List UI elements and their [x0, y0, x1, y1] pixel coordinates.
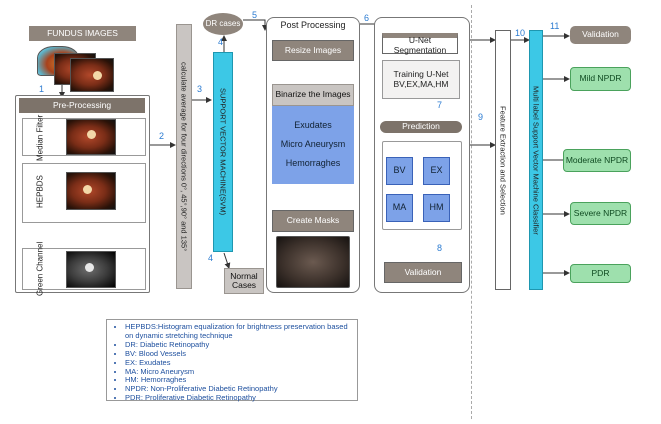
step-number-3: 3 [197, 84, 203, 94]
calculate-average-bar [176, 24, 192, 289]
dr-cases-oval: DR cases [203, 13, 243, 35]
step-number-6: 6 [364, 13, 370, 23]
lesion-block: Exudates Micro Aneurysm Hemorraghes [272, 106, 354, 184]
step-number-1: 1 [39, 84, 45, 94]
multi-label-svm-label: Multi label Support Vector Machine Class… [531, 85, 541, 235]
abbreviation-legend: HEPBDS:Histogram equalization for bright… [106, 319, 358, 403]
create-masks-box: Create Masks [272, 210, 354, 232]
unet-segmentation-box: U-Net Segmentation [382, 33, 458, 54]
hepbds-image [66, 172, 116, 210]
step-number-8: 8 [437, 243, 443, 253]
feature-extraction-label: Feature Extraction and Selection [498, 105, 508, 215]
legend-item-npdr: NPDR: Non-Proliferative Diabetic Retinop… [125, 384, 353, 394]
step-number-4a: 4 [218, 37, 224, 47]
pre-processing-header: Pre-Processing [19, 98, 145, 113]
validation-inner-box: Validation [384, 262, 462, 283]
svm-bar [213, 52, 233, 252]
arrow-5 [243, 19, 268, 31]
hemorrhages-label: Hemorraghes [285, 157, 341, 168]
validation-box: Validation [570, 26, 631, 44]
feature-extraction-bar [495, 30, 511, 290]
pdr-box: PDR [570, 264, 631, 283]
binarize-images-box: Binarize the Images [272, 84, 354, 106]
legend-item-ma: MA: Micro Aneurysm [125, 367, 353, 377]
bv-box: BV [386, 157, 413, 185]
fundus-images-label: FUNDUS IMAGES [29, 26, 136, 41]
ex-box: EX [423, 157, 450, 185]
svm-label: SUPPORT VECTOR MACHINE(SVM) [218, 88, 228, 216]
step-number-2: 2 [159, 131, 165, 141]
mask-image [276, 236, 350, 288]
median-filter-image [66, 119, 116, 155]
median-filter-label: Median Filter [35, 114, 45, 161]
step-number-7: 7 [437, 100, 443, 110]
green-channel-image [66, 251, 116, 288]
legend-item-ex: EX: Exudates [125, 358, 353, 368]
post-processing-title: Post Processing [280, 20, 346, 31]
hepbds-label: HEPBDS [35, 175, 45, 209]
multi-label-svm-bar [529, 30, 543, 290]
ma-box: MA [386, 194, 413, 222]
mild-npdr-box: Mild NPDR [570, 67, 631, 91]
section-divider [471, 5, 472, 419]
legend-item-bv: BV: Blood Vessels [125, 349, 353, 359]
legend-item-pdr: PDR: Proliferative Diabetic Retinopathy [125, 393, 353, 403]
moderate-npdr-box: Moderate NPDR [563, 149, 631, 172]
normal-cases-box: Normal Cases [224, 268, 264, 294]
step-number-4b: 4 [208, 253, 214, 263]
training-unet-box: Training U-Net BV,EX,MA,HM [382, 60, 460, 99]
resize-images-box: Resize Images [272, 40, 354, 61]
exudates-label: Exudates [294, 120, 332, 131]
step-number-9: 9 [478, 112, 484, 122]
arrow-4-down [223, 252, 231, 269]
green-channel-label: Green Channel [35, 241, 45, 297]
severe-npdr-box: Severe NPDR [570, 202, 631, 225]
step-number-10: 10 [515, 28, 526, 38]
legend-item-hepbds: HEPBDS:Histogram equalization for bright… [125, 322, 353, 341]
prediction-box: Prediction [380, 121, 462, 133]
legend-item-hm: HM: Hemorraghes [125, 376, 353, 385]
step-number-5: 5 [252, 10, 258, 20]
legend-item-dr: DR: Diabetic Retinopathy [125, 340, 353, 350]
hm-box: HM [423, 194, 450, 222]
calculate-average-label: calculate average for four directions 0°… [179, 62, 189, 252]
step-number-11: 11 [550, 21, 560, 31]
micro-aneurysm-label: Micro Aneurysm [280, 139, 346, 150]
fundus-image-3 [70, 58, 114, 92]
